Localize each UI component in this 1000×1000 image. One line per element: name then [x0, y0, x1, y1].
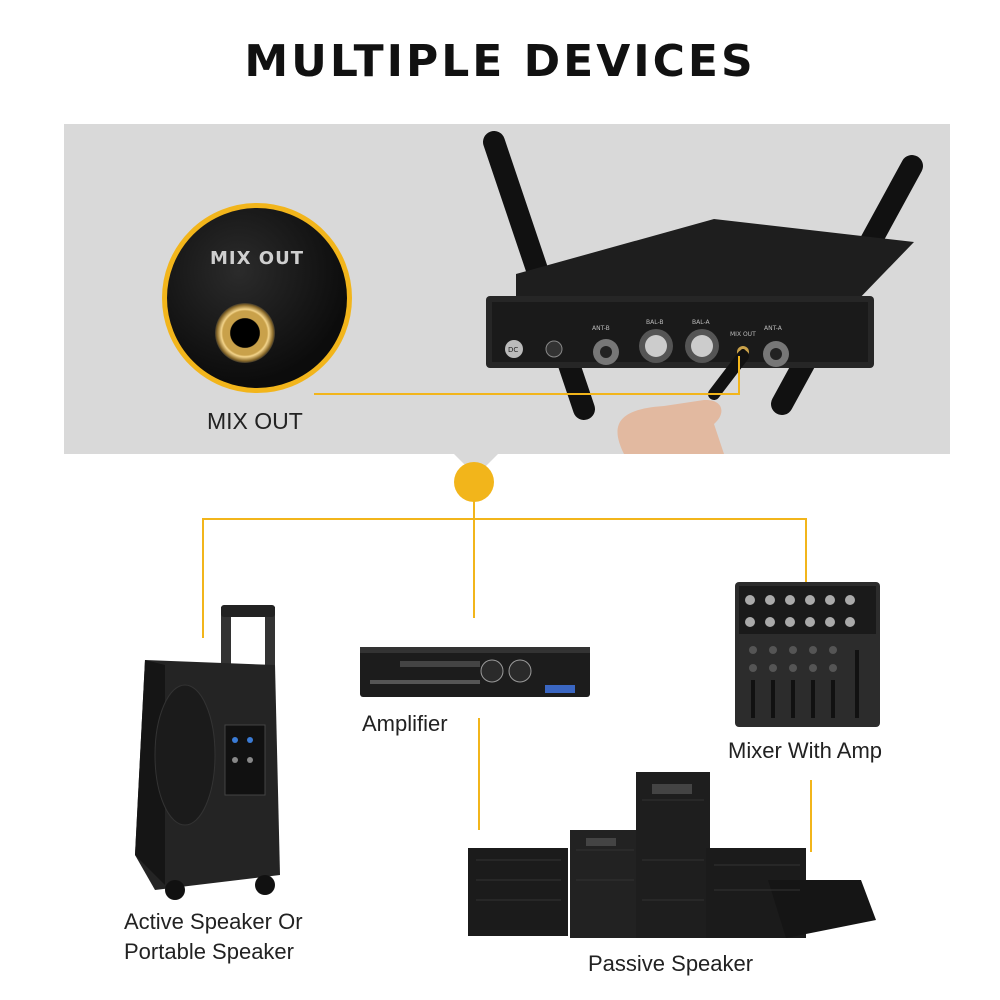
amplifier-label: Amplifier [362, 711, 448, 736]
receiver-panel: ANT-B BAL-B BAL-A MIX OUT ANT-A DC MIX O… [64, 124, 950, 454]
receiver-illustration: ANT-B BAL-B BAL-A MIX OUT ANT-A DC [314, 131, 923, 454]
passive-speaker-label: Passive Speaker [588, 951, 754, 976]
connector-line-center [473, 500, 475, 618]
zoom-label: MIX OUT [210, 248, 304, 269]
connector-line-amp-to-passive [478, 718, 480, 830]
connector-line-right [805, 518, 807, 584]
passive-speakers-image [468, 772, 876, 938]
connector-line-mixer-to-passive [810, 780, 812, 852]
bal-a-text: BAL-A [692, 319, 710, 326]
amplifier-image [360, 647, 590, 697]
ant-b-text: ANT-B [592, 325, 610, 332]
audio-jack-icon [215, 303, 275, 363]
active-speaker-label-line1: Active Speaker Or [124, 909, 303, 934]
mixer-image [735, 582, 880, 727]
mixer-label: Mixer With Amp [728, 738, 883, 763]
connector-line-left [202, 518, 204, 638]
active-speaker-label-line2: Portable Speaker [124, 939, 294, 964]
connector-line-horizontal [202, 518, 807, 520]
ant-a-text: ANT-A [764, 325, 783, 332]
dc-text: DC [508, 346, 518, 354]
active-speaker-image [135, 605, 280, 900]
connector-dot [454, 462, 494, 502]
mix-out-text: MIX OUT [730, 331, 756, 338]
bal-b-text: BAL-B [646, 319, 664, 326]
mixout-zoom-circle: MIX OUT [162, 203, 352, 393]
mixout-caption: MIX OUT [207, 408, 303, 434]
page-title: MULTIPLE DEVICES [244, 36, 756, 87]
